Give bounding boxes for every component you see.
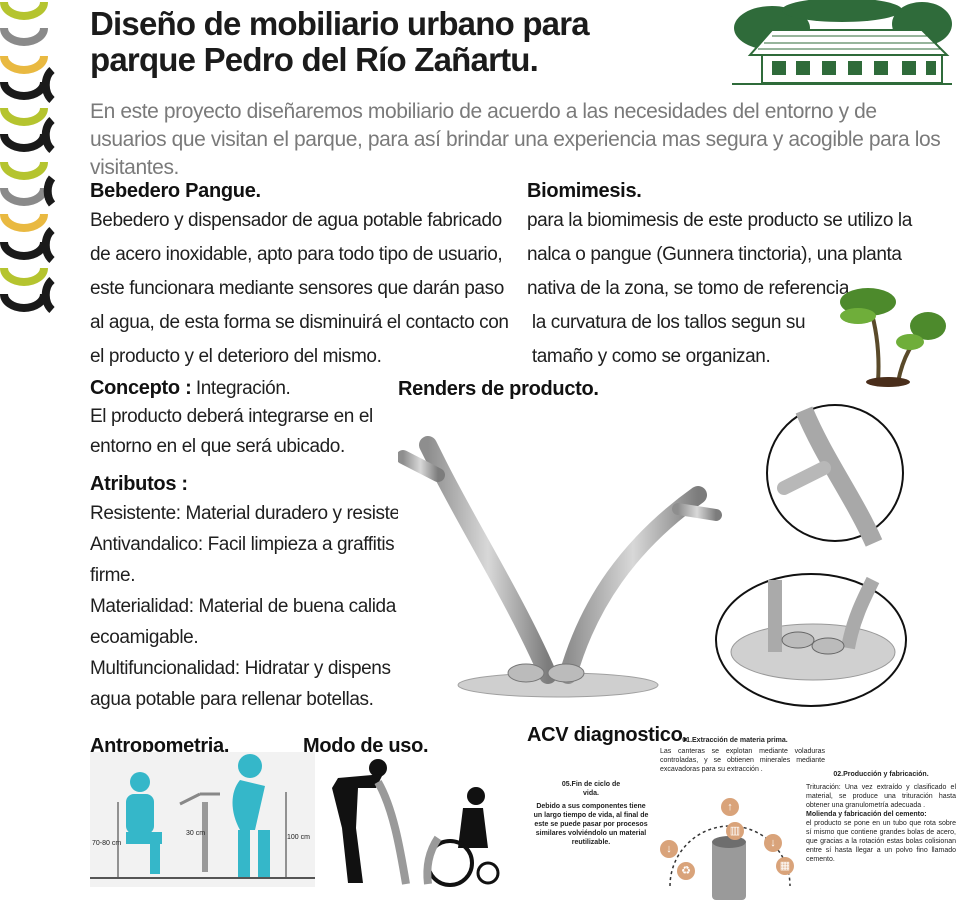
- arrow-down-icon: ↓: [660, 840, 678, 858]
- acv-step1-text: Las canteras se explotan mediante voladu…: [660, 748, 825, 773]
- title-line-1: Diseño de mobiliario urbano para: [90, 5, 590, 42]
- atributos-line: firme.: [90, 565, 136, 586]
- intro-text: En este proyecto diseñaremos mobiliario …: [90, 100, 941, 179]
- page-title: Diseño de mobiliario urbano para parque …: [90, 6, 690, 78]
- detail-circle-bottom: [715, 573, 907, 707]
- biomimesis-line: para la biomimesis de este producto se u…: [527, 210, 912, 231]
- factory-icon: ▦: [776, 857, 794, 875]
- acv-step5-text: Debido a sus componentes tiene un largo …: [533, 803, 649, 846]
- atributos-section: Atributos : Resistente: Material durader…: [90, 470, 398, 715]
- biomimesis-line: nativa de la zona, se tomo de referencia: [527, 278, 849, 299]
- bebedero-line: de acero inoxidable, apto para todo tipo…: [90, 244, 503, 265]
- atributos-heading: Atributos :: [90, 473, 188, 495]
- biomimesis-section: Biomimesis. para la biomimesis de este p…: [527, 178, 947, 374]
- bebedero-line: al agua, de esta forma se disminuirá el …: [90, 312, 509, 333]
- biomimesis-line: la curvatura de los tallos segun su: [527, 312, 806, 333]
- house-illustration: [732, 0, 952, 85]
- antropometria-heading: Antropometria.: [90, 735, 230, 757]
- acv-step2-text-c: el producto se pone en un tubo que rota …: [806, 820, 956, 863]
- acv-step2-title: 02.Producción y fabricación.: [833, 771, 929, 778]
- biomimesis-heading: Biomimesis.: [527, 180, 642, 202]
- biomimesis-line: tamaño y como se organizan.: [527, 346, 771, 367]
- acv-step1-title: 01.Extracción de materia prima.: [682, 737, 788, 744]
- acv-step2-text-a: Trituración: Una vez extraído y clasific…: [806, 784, 956, 809]
- detail-circle-top: [766, 404, 904, 547]
- bebedero-line: este funcionara mediante sensores que da…: [90, 278, 504, 299]
- bebedero-section: Bebedero Pangue. Bebedero y dispensador …: [90, 178, 520, 374]
- arrow-down-icon: ↓: [764, 834, 782, 852]
- dim-mid-label: 30 cm: [186, 830, 206, 837]
- acv-step2: 02.Producción y fabricación. Trituración…: [806, 770, 956, 864]
- atributos-line: Materialidad: Material de buena calida: [90, 596, 396, 617]
- renders-heading: Renders de producto.: [398, 378, 599, 400]
- arrow-up-icon: ↑: [721, 798, 739, 816]
- product-render: [398, 436, 722, 698]
- concepto-value: Integración.: [195, 378, 291, 399]
- acv-step1: 01.Extracción de materia prima. Las cant…: [660, 736, 825, 774]
- concepto-line: El producto deberá integrarse en el: [90, 406, 373, 427]
- dim-right-label: 100 cm: [287, 834, 310, 841]
- recycle-icon: ♻: [677, 862, 695, 880]
- atributos-line: ecoamigable.: [90, 627, 199, 648]
- atributos-line: Multifuncionalidad: Hidratar y dispens: [90, 658, 391, 679]
- acv-step5-title: 05.Fin de ciclo de vida.: [561, 781, 621, 797]
- bebedero-line: Bebedero y dispensador de agua potable f…: [90, 210, 502, 231]
- atributos-line: agua potable para rellenar botellas.: [90, 689, 374, 710]
- bebedero-heading: Bebedero Pangue.: [90, 180, 261, 202]
- concepto-heading: Concepto :: [90, 377, 192, 399]
- plant-illustration: [840, 288, 946, 387]
- modo-uso-heading: Modo de uso.: [303, 735, 429, 757]
- acv-step5: 05.Fin de ciclo de vida. Debido a sus co…: [533, 780, 649, 847]
- modo-uso-silhouettes: [332, 759, 500, 887]
- concepto-section: Concepto : Integración. El producto debe…: [90, 376, 390, 462]
- concepto-line: entorno en el que será ubicado.: [90, 436, 345, 457]
- atributos-line: Antivandalico: Facil limpieza a graffiti…: [90, 534, 395, 555]
- antropometria-diagram: [90, 752, 315, 887]
- acv-heading: ACV diagnostico.: [527, 724, 688, 746]
- acv-step2-text-b: Molienda y fabricación del cemento:: [806, 811, 927, 818]
- dim-left-label: 70-80 cm: [92, 840, 122, 847]
- bebedero-line: el producto y el deterioro del mismo.: [90, 346, 382, 367]
- arc-pattern: [0, 1, 56, 314]
- biomimesis-line: nalca o pangue (Gunnera tinctoria), una …: [527, 244, 902, 265]
- title-line-2: parque Pedro del Río Zañartu.: [90, 41, 539, 78]
- factory-icon: ▥: [726, 822, 744, 840]
- atributos-line: Resistente: Material duradero y resisten: [90, 503, 398, 524]
